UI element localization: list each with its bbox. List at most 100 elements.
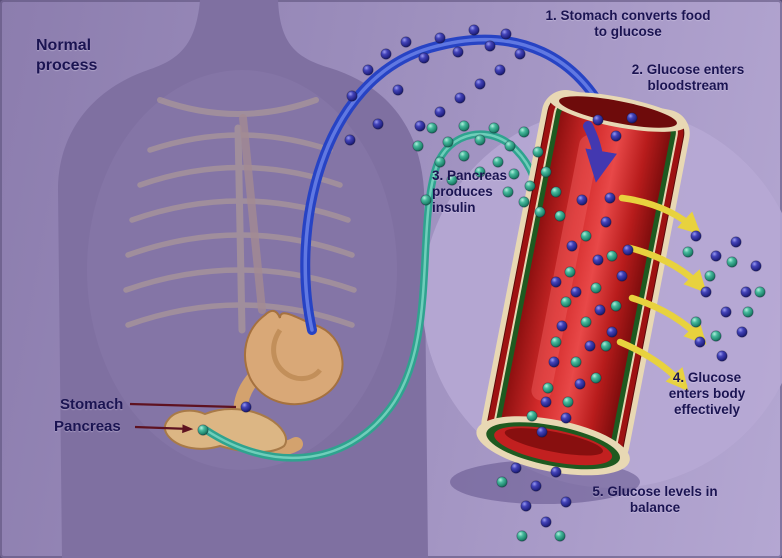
glucose-dot <box>556 320 568 332</box>
insulin-dot <box>550 336 562 348</box>
glucose-dot <box>514 48 526 60</box>
glucose-dot <box>550 276 562 288</box>
glucose-dot <box>520 500 532 512</box>
insulin-dot <box>554 210 566 222</box>
insulin-dot <box>518 126 530 138</box>
glucose-dot <box>400 36 412 48</box>
insulin-dot <box>682 246 694 258</box>
insulin-dot <box>590 372 602 384</box>
glucose-dot <box>380 48 392 60</box>
glucose-dot <box>548 356 560 368</box>
insulin-dot <box>606 250 618 262</box>
glucose-dot <box>584 340 596 352</box>
leader-lines <box>129 402 237 434</box>
glucose-dot <box>344 134 356 146</box>
glucose-dot <box>690 230 702 242</box>
insulin-dot <box>458 150 470 162</box>
glucose-dot <box>592 114 604 126</box>
glucose-dot <box>540 396 552 408</box>
insulin-dot <box>742 306 754 318</box>
insulin-dot <box>550 186 562 198</box>
insulin-dot <box>580 316 592 328</box>
insulin-curve <box>202 130 538 462</box>
glucose-dot <box>600 216 612 228</box>
insulin-dot <box>197 424 209 436</box>
step-1-label: 1. Stomach converts food to glucose <box>545 8 711 39</box>
glucose-dot <box>540 516 552 528</box>
insulin-dot <box>726 256 738 268</box>
glucose-dot <box>594 304 606 316</box>
glucose-dot <box>474 78 486 90</box>
step-5-label: 5. Glucose levels in balance <box>592 484 718 515</box>
insulin-dots <box>197 120 766 542</box>
glucose-dot <box>730 236 742 248</box>
glucose-dot <box>346 90 358 102</box>
insulin-dot <box>488 122 500 134</box>
glucose-dot <box>372 118 384 130</box>
insulin-dot <box>590 282 602 294</box>
glucose-dot <box>566 240 578 252</box>
insulin-dot <box>516 530 528 542</box>
glucose-dot <box>414 120 426 132</box>
glucose-dot <box>494 64 506 76</box>
glucose-dot <box>700 286 712 298</box>
glucose-dot <box>560 496 572 508</box>
glucose-dot <box>418 52 430 64</box>
glucose-dot <box>362 64 374 76</box>
insulin-dot <box>502 186 514 198</box>
step-3-label: 3. Pancreas produces insulin <box>432 168 508 215</box>
step-2-label: 2. Glucose enters bloodstream <box>631 62 745 93</box>
insulin-dot <box>610 300 622 312</box>
glucose-dot <box>240 401 252 413</box>
insulin-dot <box>412 140 424 152</box>
insulin-dot <box>524 180 536 192</box>
glucose-dot <box>550 466 562 478</box>
stomach-label: Stomach <box>60 396 124 413</box>
insulin-dot <box>554 530 566 542</box>
glucose-dot <box>750 260 762 272</box>
insulin-dot <box>434 156 446 168</box>
glucose-dot <box>570 286 582 298</box>
glucose-dot <box>710 250 722 262</box>
pancreas-organ <box>163 408 287 454</box>
glucose-dot <box>434 32 446 44</box>
glucose-dot <box>592 254 604 266</box>
insulin-dot <box>690 316 702 328</box>
glucose-dot <box>452 46 464 58</box>
glucose-dot <box>468 24 480 36</box>
pancreas-leader-line <box>134 424 194 434</box>
pancreas-label: Pancreas <box>54 418 121 435</box>
insulin-dot <box>534 206 546 218</box>
glucose-dot <box>510 462 522 474</box>
insulin-dot <box>518 196 530 208</box>
insulin-dot <box>570 356 582 368</box>
stomach-leader-line <box>129 402 237 409</box>
diagram-title: Normal process <box>36 37 98 74</box>
insulin-dot <box>426 122 438 134</box>
glucose-dot <box>716 350 728 362</box>
insulin-dot <box>446 174 458 186</box>
insulin-dot <box>564 266 576 278</box>
step-4-label: 4. Glucose enters body effectively <box>668 370 746 417</box>
insulin-dot <box>562 396 574 408</box>
glucose-dots <box>240 24 762 528</box>
glucose-exit-arrows <box>616 194 707 392</box>
glucose-dot <box>604 192 616 204</box>
glucose-dot <box>530 480 542 492</box>
insulin-dot <box>710 330 722 342</box>
glucose-arrowhead <box>583 121 617 183</box>
glucose-dot <box>720 306 732 318</box>
insulin-dot <box>420 194 432 206</box>
glucose-dot <box>392 84 404 96</box>
insulin-dot <box>532 146 544 158</box>
insulin-dot <box>580 230 592 242</box>
insulin-dot <box>600 340 612 352</box>
glucose-dot <box>616 270 628 282</box>
glucose-dot <box>606 326 618 338</box>
glucose-dot <box>484 40 496 52</box>
glucose-dot <box>610 130 622 142</box>
blood-vessel <box>476 90 690 476</box>
glucose-dot <box>500 28 512 40</box>
glucose-dot <box>740 286 752 298</box>
